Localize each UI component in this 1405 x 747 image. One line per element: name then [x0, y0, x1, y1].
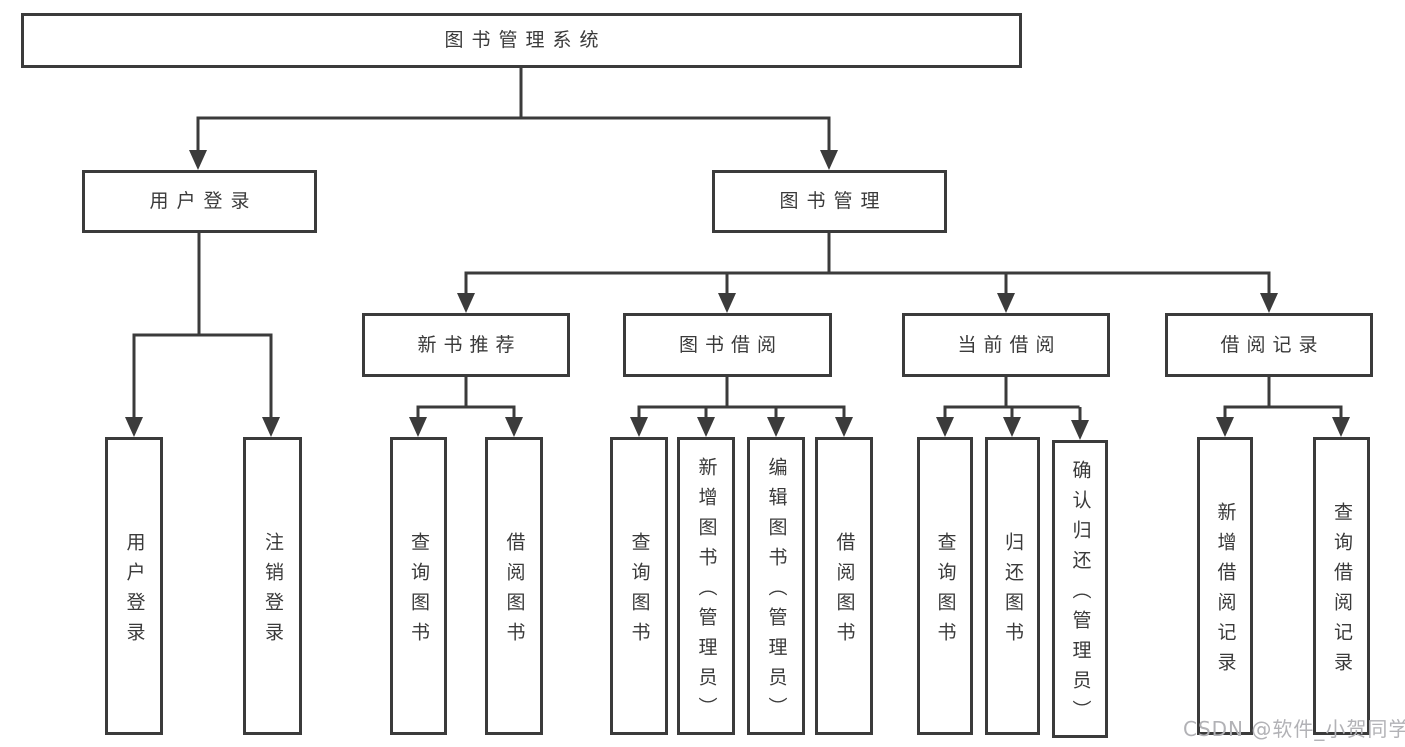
- node-label: 图书管理: [779, 190, 888, 213]
- node-borrowing-records: 借阅记录: [1165, 313, 1373, 377]
- node-label: 确认归还（管理员）: [1069, 459, 1092, 730]
- node-user-login: 用户登录: [82, 170, 317, 233]
- leaf-query-books-recommend: 查询图书: [390, 437, 447, 735]
- node-label: 查询图书: [408, 531, 430, 652]
- node-book-borrowing: 图书借阅: [623, 313, 832, 377]
- leaf-logout-login: 注销登录: [243, 437, 302, 735]
- leaf-borrow-books-recommend: 借阅图书: [485, 437, 543, 735]
- leaf-query-books-current: 查询图书: [917, 437, 973, 735]
- node-label: 用户登录: [123, 531, 146, 652]
- watermark: CSDN @软件_小贺同学: [1183, 717, 1405, 741]
- leaf-add-books-admin: 新增图书（管理员）: [677, 437, 735, 735]
- node-label: 用户登录: [149, 190, 258, 213]
- node-label: 新书推荐: [417, 333, 522, 356]
- node-label: 查询图书: [628, 531, 651, 652]
- leaf-add-borrow-record: 新增借阅记录: [1197, 437, 1253, 735]
- leaf-query-books-borrow: 查询图书: [610, 437, 668, 735]
- node-new-book-recommend: 新书推荐: [362, 313, 570, 377]
- node-label: 查询图书: [934, 531, 957, 652]
- leaf-edit-books-admin: 编辑图书（管理员）: [747, 437, 805, 735]
- node-label: 归还图书: [1002, 531, 1024, 652]
- node-label: 编辑图书（管理员）: [765, 456, 788, 727]
- node-label: 借阅图书: [503, 531, 526, 652]
- node-label: 新增借阅记录: [1214, 501, 1237, 682]
- leaf-query-borrow-record: 查询借阅记录: [1313, 437, 1370, 735]
- leaf-confirm-return-admin: 确认归还（管理员）: [1052, 440, 1108, 738]
- node-label: 当前借阅: [957, 333, 1062, 356]
- node-current-borrowing: 当前借阅: [902, 313, 1110, 377]
- node-book-management: 图书管理: [712, 170, 947, 233]
- node-library-management-system: 图书管理系统: [21, 13, 1022, 68]
- leaf-return-books: 归还图书: [985, 437, 1040, 735]
- node-label: 图书管理系统: [444, 29, 607, 52]
- node-label: 借阅记录: [1220, 333, 1325, 356]
- leaf-borrow-books-borrow: 借阅图书: [815, 437, 873, 735]
- node-label: 注销登录: [262, 531, 284, 652]
- node-label: 借阅图书: [833, 531, 856, 652]
- leaf-user-login: 用户登录: [105, 437, 163, 735]
- node-label: 查询借阅记录: [1331, 501, 1353, 682]
- node-label: 图书借阅: [678, 333, 783, 356]
- node-label: 新增图书（管理员）: [695, 456, 718, 727]
